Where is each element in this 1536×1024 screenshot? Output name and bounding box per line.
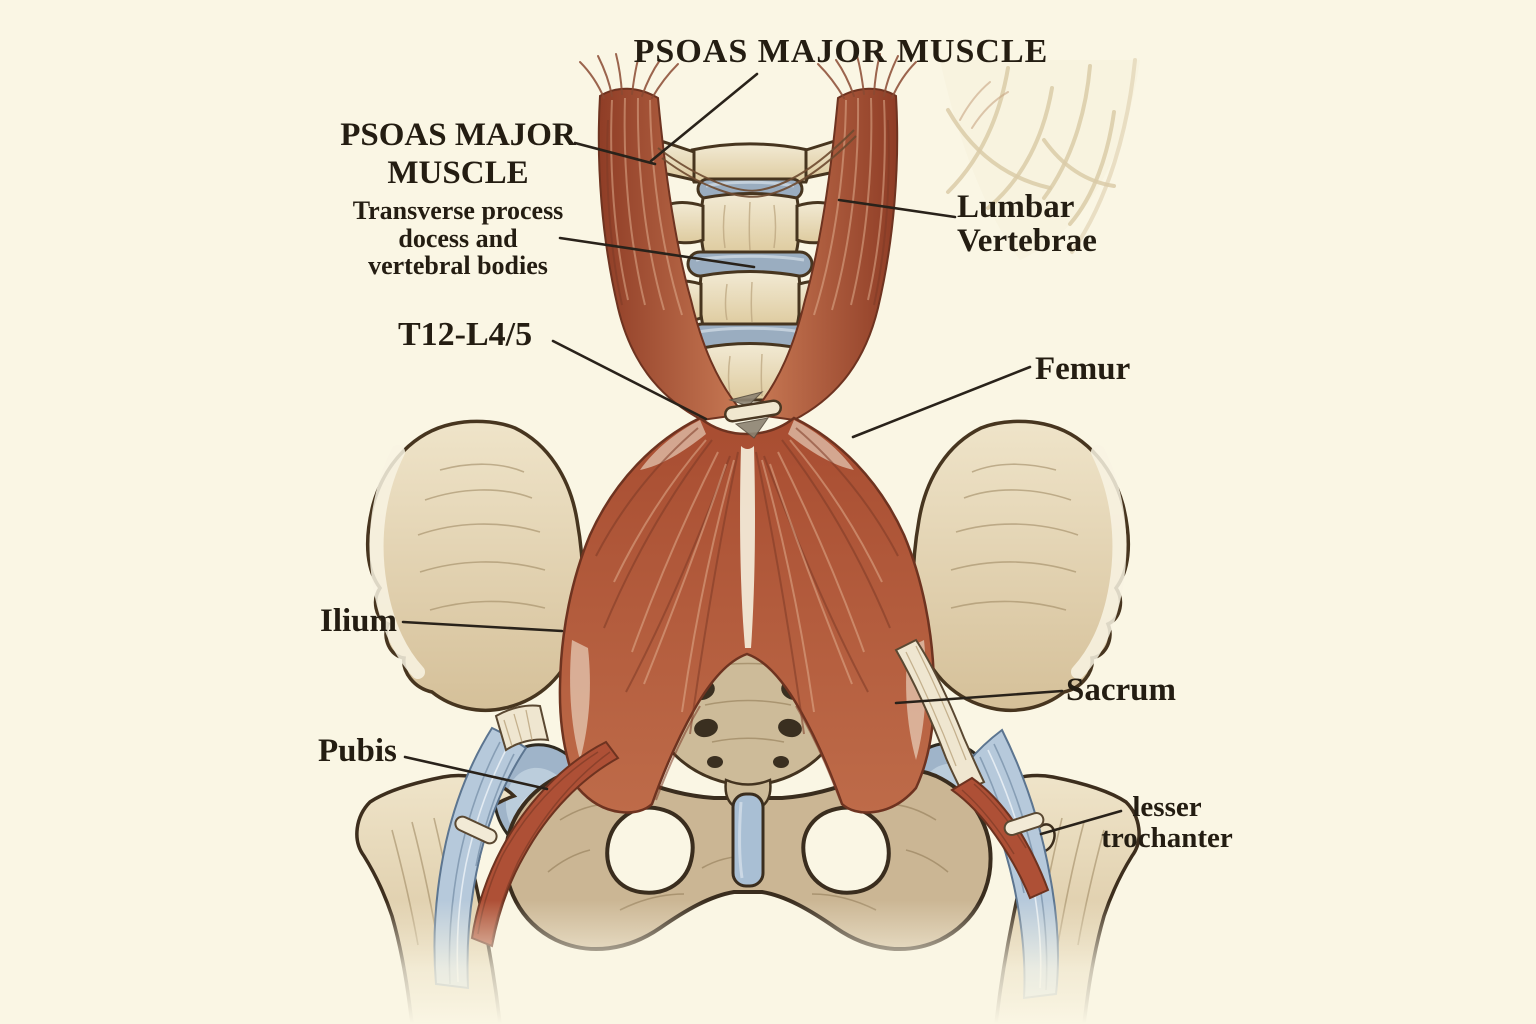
leader-t12 bbox=[551, 339, 708, 421]
leader-lumbar bbox=[837, 198, 957, 219]
tendon-band-left bbox=[454, 815, 498, 845]
label-ilium: Ilium bbox=[320, 603, 398, 639]
psoas-fan bbox=[558, 391, 936, 814]
label-sacrum: Sacrum bbox=[1066, 672, 1176, 708]
ilium-right bbox=[911, 419, 1131, 712]
leader-lesser-trochanter bbox=[1039, 809, 1123, 836]
label-lesser-line2: trochanter bbox=[1101, 822, 1233, 854]
label-t12-l45: T12-L4/5 bbox=[398, 316, 533, 353]
fan-white-fascia bbox=[570, 420, 926, 760]
origin-tufts bbox=[579, 53, 1009, 129]
tendon-band-right bbox=[1003, 811, 1045, 837]
pubic-symphysis bbox=[731, 792, 765, 888]
label-transverse-line3: vertebral bodies bbox=[368, 251, 548, 280]
vertebra-t12 bbox=[689, 142, 811, 184]
ilium-left bbox=[365, 419, 585, 712]
vertebra-l2 bbox=[698, 270, 802, 328]
label-psoas-left-line1: PSOAS MAJOR bbox=[340, 117, 576, 153]
label-pubis: Pubis bbox=[318, 733, 397, 769]
bottom-fade bbox=[0, 900, 1536, 1024]
central-fascia bbox=[740, 446, 755, 648]
label-transverse-line2: docess and bbox=[398, 223, 518, 253]
leader-psoas-left bbox=[573, 141, 657, 166]
label-transverse-line1: Transverse process bbox=[352, 196, 564, 225]
fascia-curve-2 bbox=[661, 135, 857, 198]
label-psoas-left-line2: MUSCLE bbox=[387, 155, 529, 191]
label-lumbar-line1: Lumbar bbox=[957, 189, 1075, 225]
leader-psoas-top bbox=[649, 72, 759, 163]
leader-ilium bbox=[401, 620, 564, 633]
fan-fibers bbox=[595, 427, 899, 801]
fascia-curve-1 bbox=[657, 129, 855, 192]
wing-hatching bbox=[417, 463, 1079, 611]
psoas-band-right bbox=[750, 87, 899, 422]
label-femur: Femur bbox=[1035, 351, 1131, 387]
label-lumbar-vertebrae: Lumbar Vertebrae bbox=[957, 190, 1097, 258]
iliac-wings bbox=[365, 419, 1131, 712]
tendon-crossing-ornament bbox=[724, 391, 782, 439]
label-lesser-trochanter: lesser trochanter bbox=[1101, 792, 1233, 854]
label-psoas-major-left: PSOAS MAJOR MUSCLE Transverse process do… bbox=[340, 116, 576, 280]
label-psoas-major-top: PSOAS MAJOR MUSCLE bbox=[633, 33, 1049, 70]
band-striations bbox=[606, 97, 890, 316]
tendon-pale-left bbox=[494, 704, 550, 752]
tendon-red-right bbox=[950, 776, 1050, 900]
rib-sketch bbox=[940, 58, 1140, 260]
label-lesser-line1: lesser bbox=[1132, 791, 1202, 823]
leader-lines bbox=[401, 72, 1123, 836]
leader-transverse bbox=[558, 236, 756, 269]
leader-pubis bbox=[403, 755, 549, 791]
label-lumbar-line2: Vertebrae bbox=[957, 223, 1097, 259]
leader-femur bbox=[851, 365, 1032, 439]
leader-sacrum bbox=[894, 689, 1064, 705]
